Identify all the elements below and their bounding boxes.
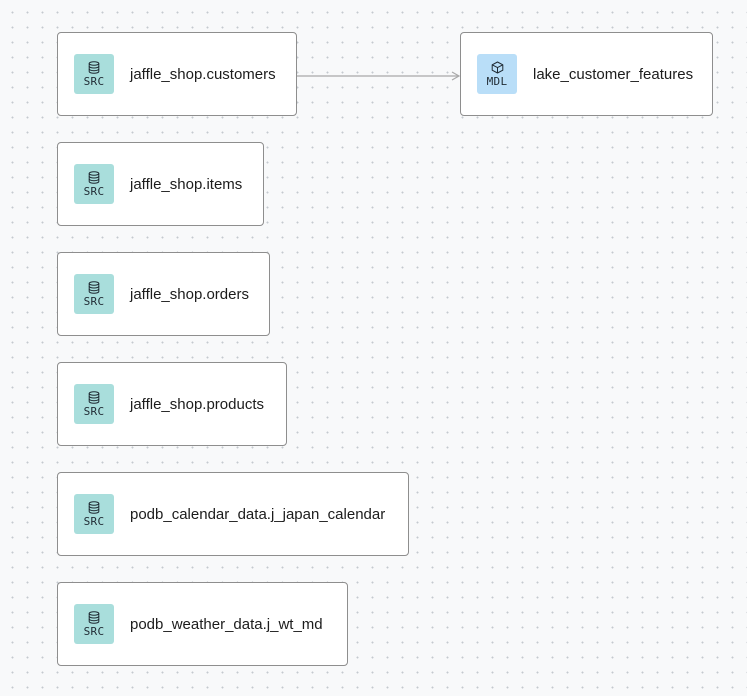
node-label: jaffle_shop.products: [130, 395, 264, 413]
node-jaffle-shop-products[interactable]: SRC jaffle_shop.products: [57, 362, 287, 446]
source-badge: SRC: [74, 274, 114, 314]
badge-label: MDL: [486, 74, 508, 88]
badge-label: SRC: [83, 184, 105, 198]
database-icon: [88, 390, 100, 404]
database-icon: [88, 60, 100, 74]
source-badge: SRC: [74, 54, 114, 94]
database-icon: [88, 280, 100, 294]
node-jaffle-shop-items[interactable]: SRC jaffle_shop.items: [57, 142, 264, 226]
node-jaffle-shop-orders[interactable]: SRC jaffle_shop.orders: [57, 252, 270, 336]
node-label: jaffle_shop.orders: [130, 285, 249, 303]
node-label: podb_calendar_data.j_japan_calendar: [130, 505, 386, 523]
node-label: jaffle_shop.items: [130, 175, 243, 193]
source-badge: SRC: [74, 494, 114, 534]
node-label: podb_weather_data.j_wt_md: [130, 615, 323, 633]
database-icon: [88, 170, 100, 184]
source-badge: SRC: [74, 384, 114, 424]
cube-icon: [491, 61, 503, 73]
badge-label: SRC: [83, 404, 105, 418]
source-badge: SRC: [74, 604, 114, 644]
node-podb-calendar-data-j-japan-calendar[interactable]: SRC podb_calendar_data.j_japan_calendar: [57, 472, 409, 556]
source-badge: SRC: [74, 164, 114, 204]
node-label: lake_customer_features: [533, 65, 694, 83]
badge-label: SRC: [83, 514, 105, 528]
badge-label: SRC: [83, 624, 105, 638]
node-podb-weather-data-j-wt-md[interactable]: SRC podb_weather_data.j_wt_md: [57, 582, 348, 666]
badge-label: SRC: [83, 294, 105, 308]
node-lake-customer-features[interactable]: MDL lake_customer_features: [460, 32, 713, 116]
database-icon: [88, 500, 100, 514]
badge-label: SRC: [83, 74, 105, 88]
node-label: jaffle_shop.customers: [130, 65, 276, 83]
model-badge: MDL: [477, 54, 517, 94]
node-jaffle-shop-customers[interactable]: SRC jaffle_shop.customers: [57, 32, 297, 116]
database-icon: [88, 610, 100, 624]
